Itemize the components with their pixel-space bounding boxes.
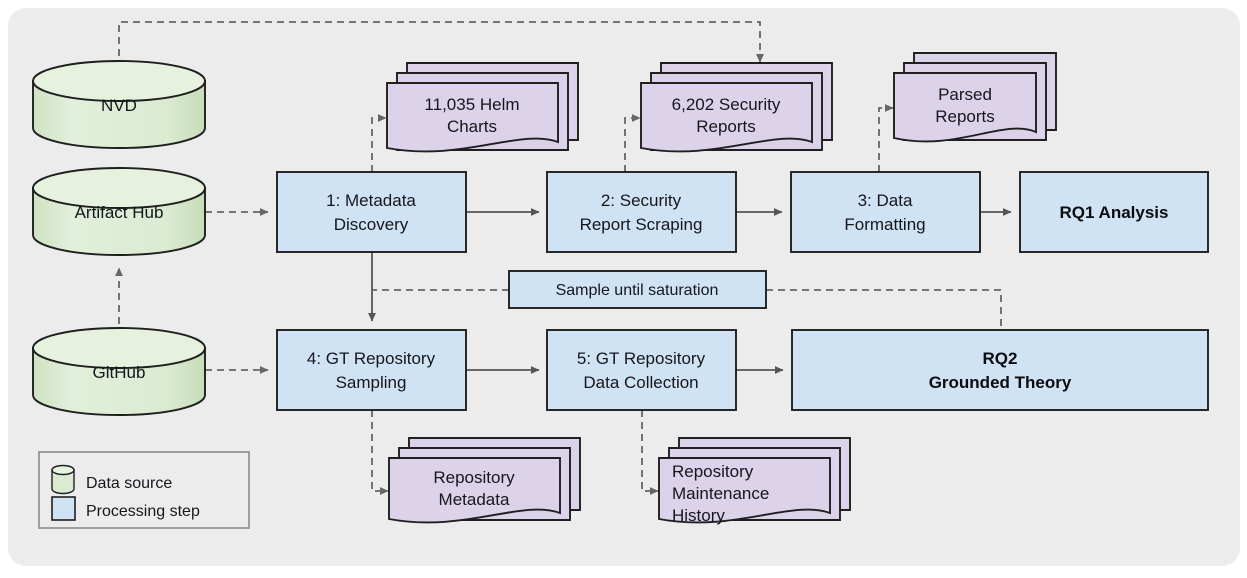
document-repository-maintenance-history-line-2: Maintenance	[672, 484, 769, 503]
legend-item-processing-step-label: Processing step	[86, 503, 200, 520]
process-step-4-line-2: Sampling	[336, 373, 407, 392]
process-step-5[interactable]: 5: GT Repository Data Collection	[546, 329, 737, 411]
legend: Data source Processing step	[38, 451, 250, 529]
document-security-reports-line-1: 6,202 Security	[672, 95, 781, 114]
edge-step-1-to-helm-charts	[371, 114, 387, 172]
document-parsed-reports-line-2: Reports	[935, 107, 995, 126]
document-security-reports-line-2: Reports	[696, 117, 756, 136]
process-step-4[interactable]: 4: GT Repository Sampling	[276, 329, 467, 411]
data-source-nvd-label: NVD	[101, 96, 137, 115]
process-step-4-line-1: 4: GT Repository	[307, 349, 436, 368]
annotation-sample-until-saturation[interactable]: Sample until saturation	[508, 270, 767, 309]
document-repository-maintenance-history[interactable]: Repository Maintenance History	[658, 437, 851, 525]
data-source-artifact-hub-label: Artifact Hub	[75, 203, 164, 222]
document-repository-metadata-line-2: Metadata	[439, 490, 510, 509]
document-helm-charts-line-2: Charts	[447, 117, 497, 136]
process-rq2-line-2: Grounded Theory	[929, 373, 1072, 392]
document-repository-metadata[interactable]: Repository Metadata	[388, 437, 581, 524]
annotation-sample-until-saturation-label: Sample until saturation	[556, 282, 719, 299]
process-step-1[interactable]: 1: Metadata Discovery	[276, 171, 467, 253]
process-step-3-line-1: 3: Data	[858, 191, 913, 210]
data-source-github-label: GitHub	[93, 363, 146, 382]
edge-nvd-to-security-reports	[118, 21, 764, 68]
process-step-2-line-1: 2: Security	[601, 191, 682, 210]
edge-layer	[115, 21, 1012, 495]
process-rq2-grounded-theory[interactable]: RQ2 Grounded Theory	[791, 329, 1209, 411]
process-rq1-analysis-label: RQ1 Analysis	[1060, 203, 1169, 222]
process-step-5-line-1: 5: GT Repository	[577, 349, 706, 368]
square-icon	[51, 496, 76, 521]
process-rq2-line-1: RQ2	[983, 349, 1018, 368]
edge-step-5-to-repository-maintenance-history	[641, 410, 659, 495]
process-step-1-line-2: Discovery	[334, 215, 409, 234]
process-step-3-line-2: Formatting	[844, 215, 925, 234]
document-parsed-reports[interactable]: Parsed Reports	[893, 52, 1057, 143]
process-step-1-line-1: 1: Metadata	[326, 191, 416, 210]
document-repository-maintenance-history-line-3: History	[672, 506, 725, 525]
document-parsed-reports-line-1: Parsed	[938, 85, 992, 104]
process-step-2-line-2: Report Scraping	[580, 215, 703, 234]
edge-step-2-to-security-reports	[624, 114, 641, 172]
edge-step-3-to-parsed-reports	[878, 104, 894, 172]
document-repository-maintenance-history-line-1: Repository	[672, 462, 754, 481]
legend-item-data-source-label: Data source	[86, 475, 172, 492]
document-repository-metadata-line-1: Repository	[433, 468, 515, 487]
process-step-5-line-2: Data Collection	[583, 373, 698, 392]
process-rq1-analysis[interactable]: RQ1 Analysis	[1019, 171, 1209, 253]
document-helm-charts[interactable]: 11,035 Helm Charts	[386, 62, 579, 153]
document-helm-charts-line-1: 11,035 Helm	[424, 95, 519, 114]
legend-item-processing-step: Processing step	[51, 496, 200, 521]
data-source-artifact-hub[interactable]: Artifact Hub	[32, 167, 206, 256]
legend-item-data-source: Data source	[51, 464, 172, 495]
data-source-github[interactable]: GitHub	[32, 327, 206, 416]
edge-step-4-to-repository-metadata	[371, 410, 389, 495]
process-step-3[interactable]: 3: Data Formatting	[790, 171, 981, 253]
edge-saturation-to-rq2	[766, 289, 1002, 328]
data-source-nvd[interactable]: NVD	[32, 60, 206, 149]
document-security-reports[interactable]: 6,202 Security Reports	[640, 62, 833, 153]
cylinder-icon	[51, 464, 75, 495]
process-step-2[interactable]: 2: Security Report Scraping	[546, 171, 737, 253]
